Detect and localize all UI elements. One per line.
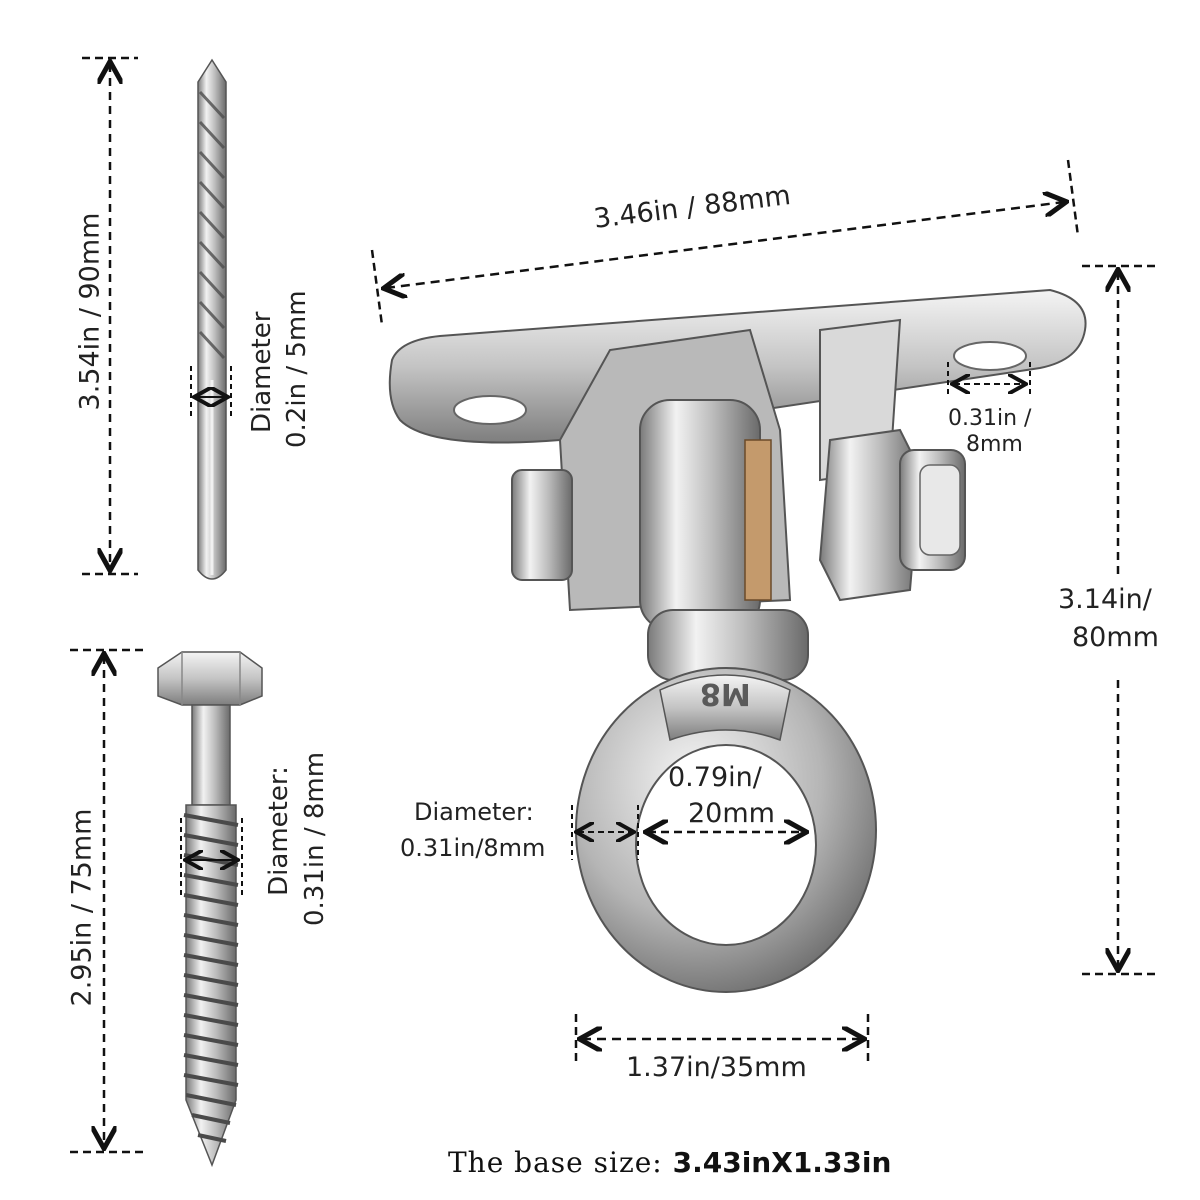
ring-outer-label: 1.37in/35mm xyxy=(626,1052,807,1083)
screw-diameter-label-line1: Diameter: xyxy=(264,766,294,896)
ring-outer-dimension xyxy=(574,1014,870,1064)
base-size-prefix: The base size: xyxy=(448,1146,663,1179)
swing-hanger xyxy=(388,288,1087,993)
screw-diameter-marker xyxy=(180,818,243,898)
base-size-caption: The base size: 3.43inX1.33in xyxy=(448,1146,891,1179)
ring-wire-label-line1: Diameter: xyxy=(414,798,534,826)
drill-diameter-label-line1: Diameter xyxy=(247,311,277,433)
m8-stamp: M8 xyxy=(700,676,751,711)
screw-length-label: 2.95in / 75mm xyxy=(66,808,98,1007)
drill-length-dimension xyxy=(82,56,138,576)
ring-inner-label-line2: 20mm xyxy=(688,798,775,829)
screw-length-dimension xyxy=(70,648,146,1154)
screw-diameter-label-line2: 0.31in / 8mm xyxy=(300,751,330,926)
hole-label-line2: 8mm xyxy=(966,432,1023,457)
base-size-value: 3.43inX1.33in xyxy=(672,1146,892,1179)
drill-diameter-marker xyxy=(190,366,232,420)
drill-length-label: 3.54in / 90mm xyxy=(74,212,106,411)
hole-label-line1: 0.31in / xyxy=(948,406,1032,431)
hole-dimension xyxy=(947,362,1031,398)
hanger-height-label-line1: 3.14in/ xyxy=(1058,584,1152,615)
lag-screw xyxy=(157,651,263,1168)
hanger-width-dimension xyxy=(370,159,1080,326)
hanger-height-label-line2: 80mm xyxy=(1072,622,1159,653)
ring-wire-label-line2: 0.31in/8mm xyxy=(400,834,546,862)
hanger-height-dimension xyxy=(1082,264,1158,976)
drill-diameter-label-line2: 0.2in / 5mm xyxy=(282,290,312,448)
ring-inner-label-line1: 0.79in/ xyxy=(668,762,762,793)
drill-bit xyxy=(197,58,227,580)
ring-wire-dimension xyxy=(571,805,639,860)
